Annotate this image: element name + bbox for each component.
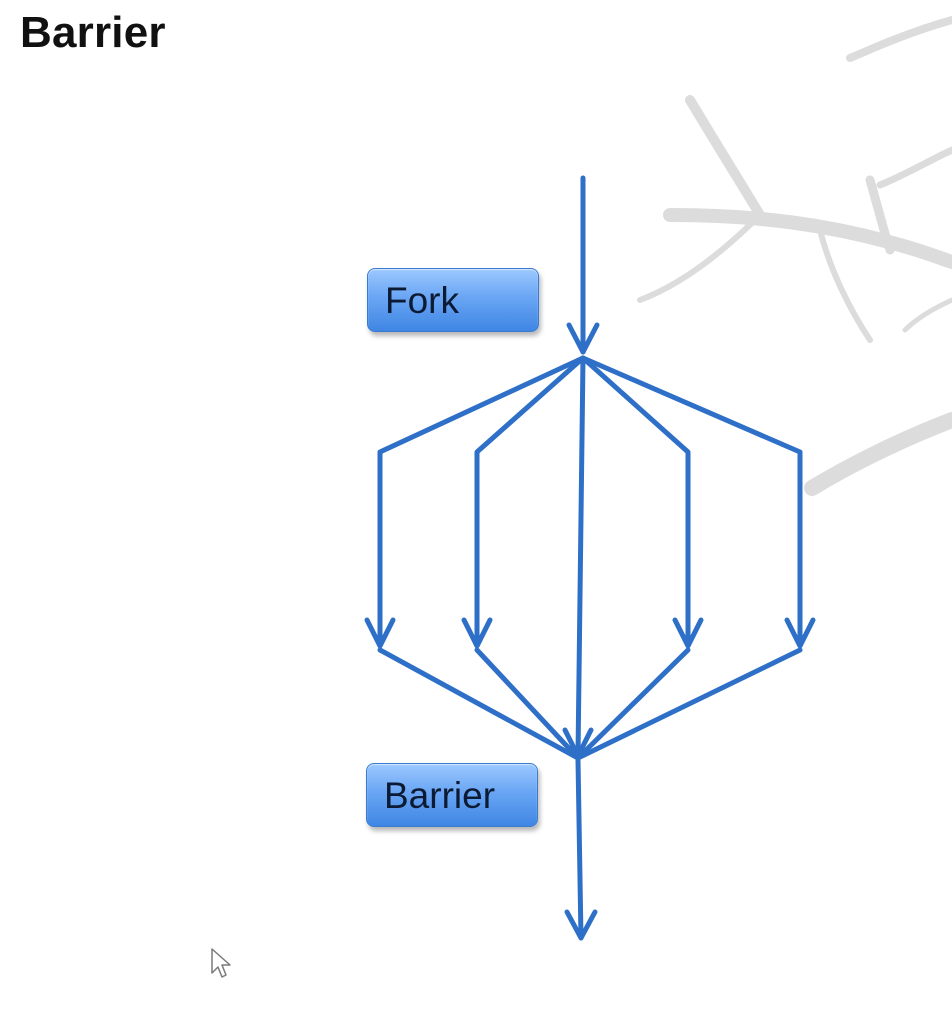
slide-title: Barrier: [20, 8, 166, 57]
barrier-label: Barrier: [366, 763, 538, 827]
thread-branch-1: [364, 355, 586, 649]
incoming-thread-arrow: [566, 175, 600, 355]
outgoing-thread-arrow: [564, 757, 598, 941]
thread-branch-4: [580, 355, 816, 649]
barrier-join-lines: [377, 647, 803, 761]
mouse-pointer-icon: [211, 948, 231, 978]
thread-branch-3: [580, 355, 704, 649]
fork-label: Fork: [367, 268, 539, 332]
thread-branch-center: [562, 355, 594, 759]
thread-branch-2: [461, 355, 586, 649]
